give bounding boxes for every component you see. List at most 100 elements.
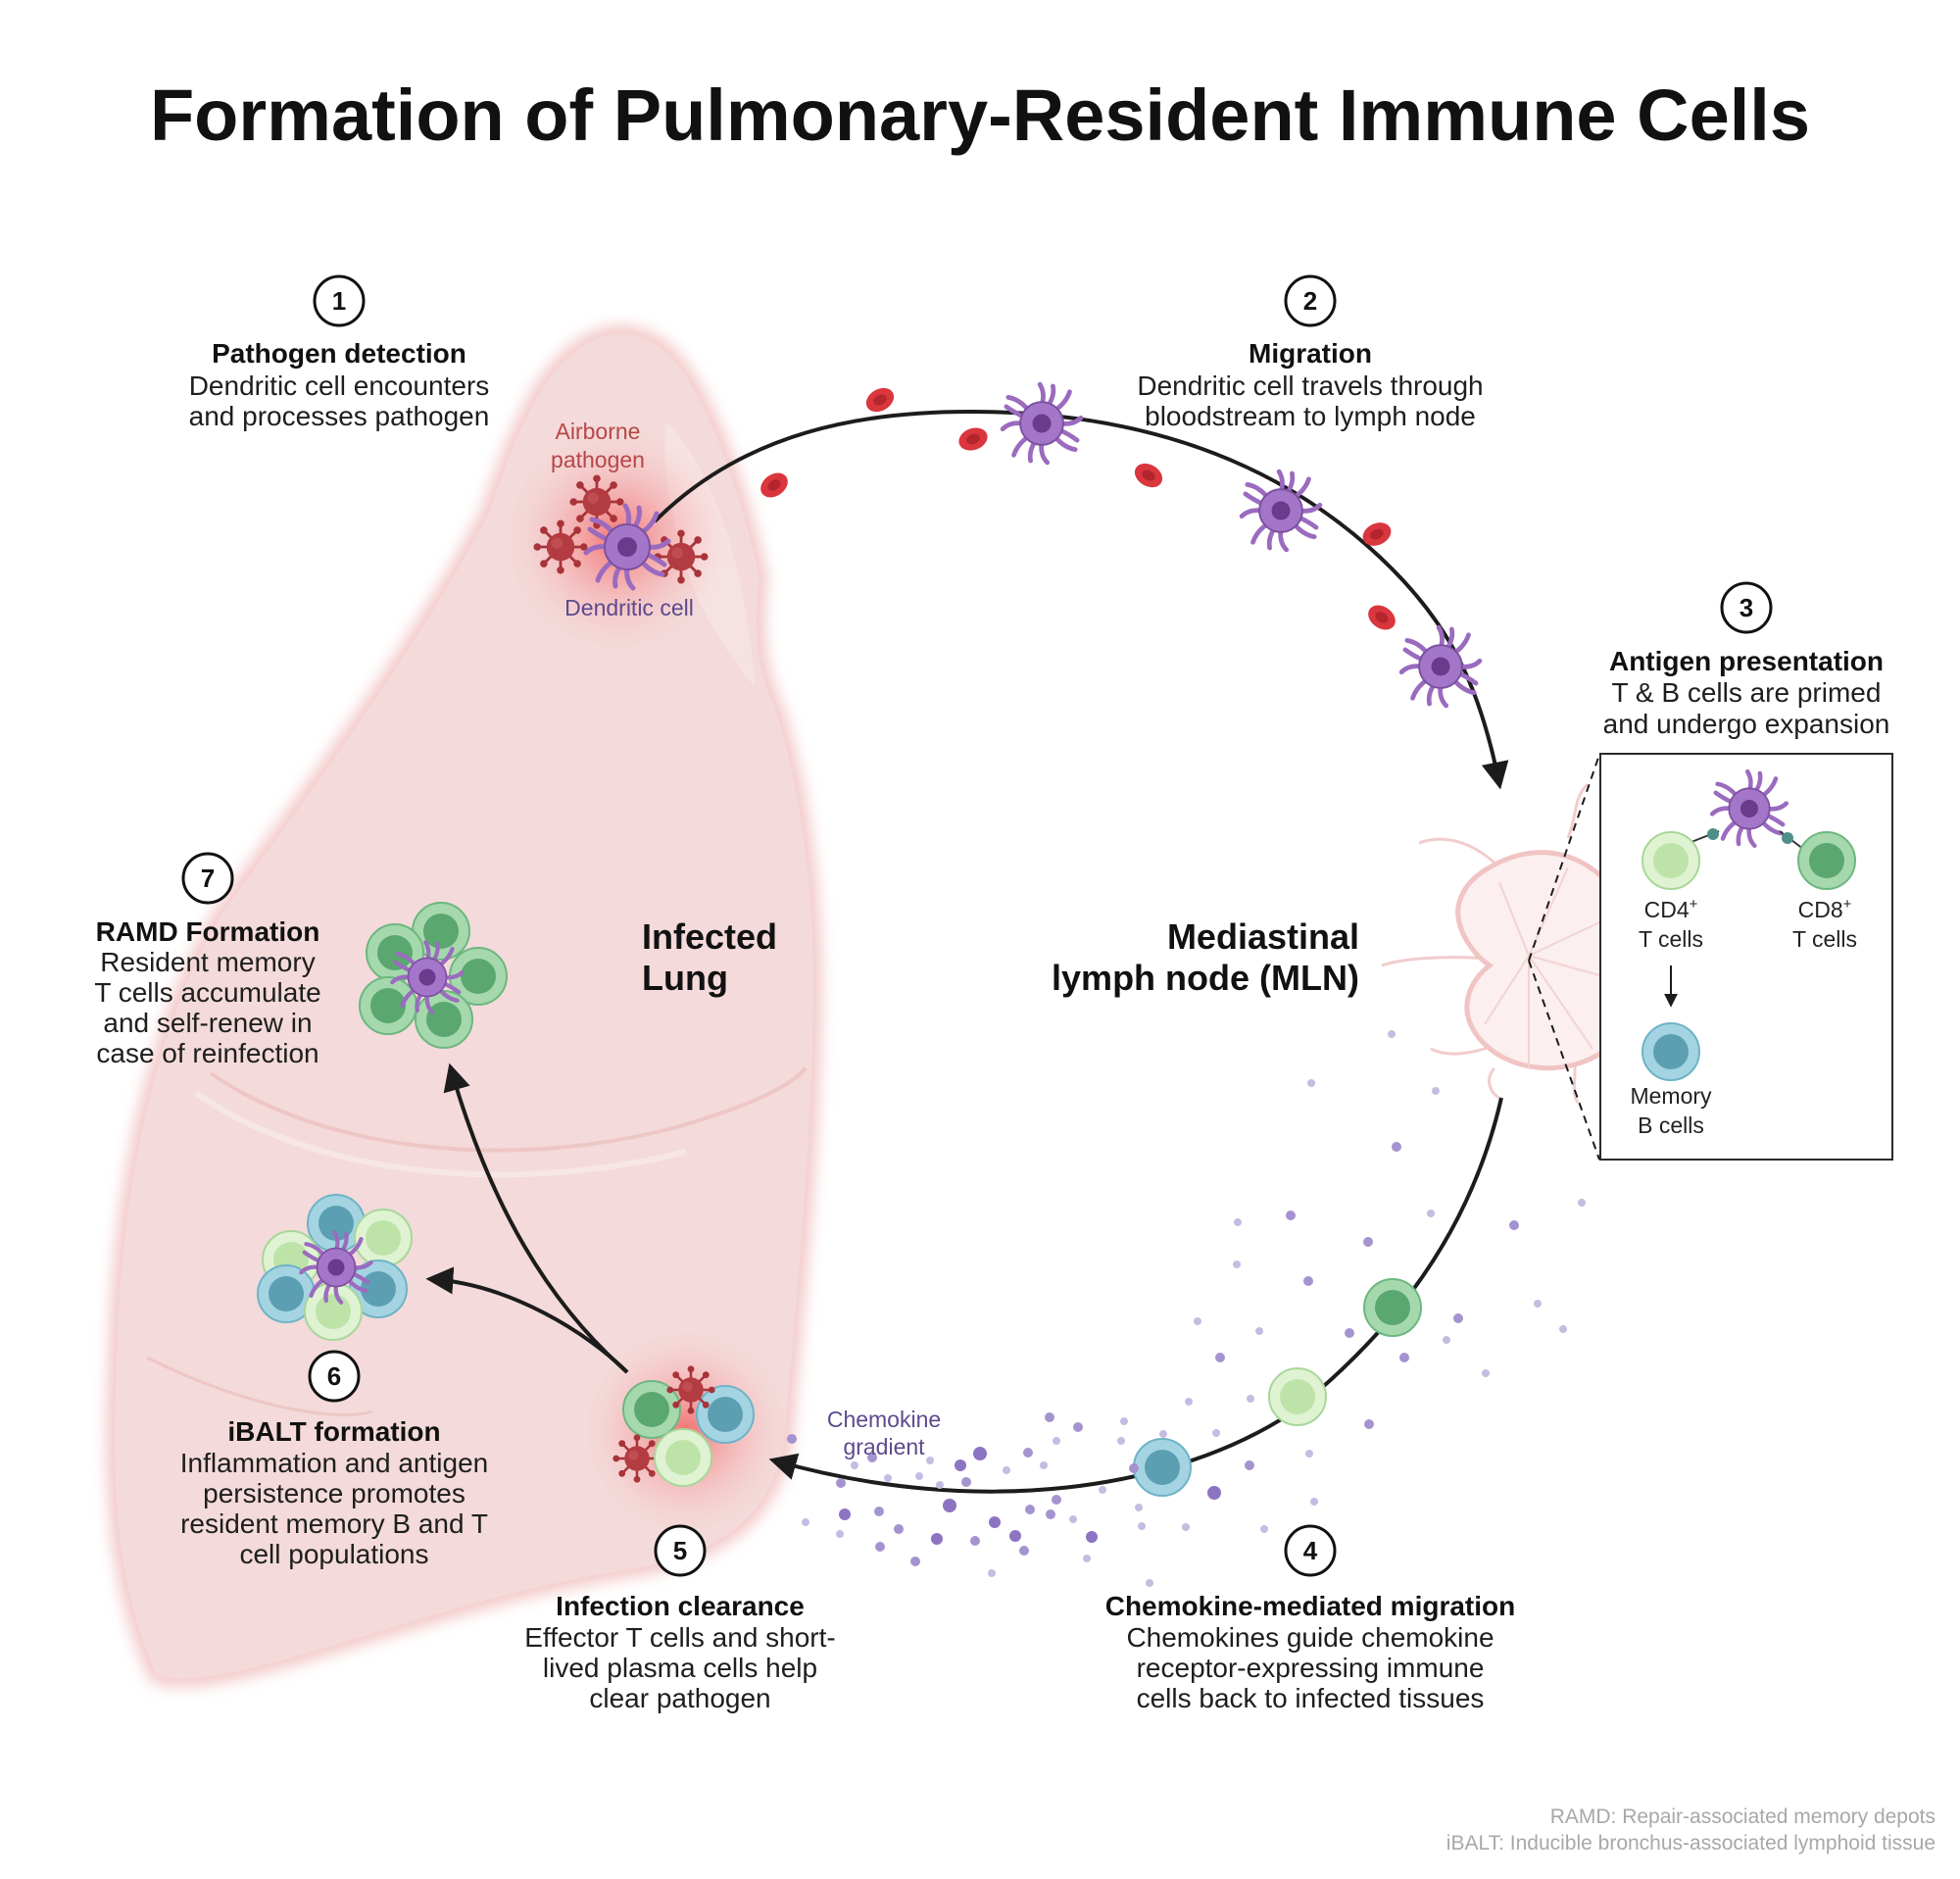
step-4-number: 4 [1303, 1536, 1318, 1565]
returning-cd4-t-cell [1268, 1367, 1327, 1426]
chemokine-dot [1303, 1276, 1313, 1286]
step-4-line2: receptor-expressing immune [1137, 1653, 1485, 1683]
chemokine-dot [836, 1478, 846, 1488]
chemokine-dot [1247, 1395, 1254, 1403]
chemokine-dot [915, 1472, 923, 1480]
dendritic-cell-label: Dendritic cell [564, 595, 694, 620]
chemokine-dot [1234, 1218, 1242, 1226]
chemokine-dot [1345, 1328, 1354, 1338]
step-6-line1: Inflammation and antigen [180, 1448, 488, 1478]
chemokine-dot [1146, 1579, 1153, 1587]
chemokine-dot [1117, 1437, 1125, 1445]
chemokine-dot [1053, 1437, 1060, 1445]
chemokine-dot [1194, 1317, 1201, 1325]
chemokine-dot [1388, 1030, 1396, 1038]
step-1-title: Pathogen detection [212, 338, 466, 369]
lung-label-line2: Lung [642, 958, 728, 998]
step-5-line1: Effector T cells and short- [524, 1622, 836, 1653]
returning-cd8-t-cell [1363, 1278, 1422, 1337]
step-5-number: 5 [673, 1536, 687, 1565]
step-6-title: iBALT formation [227, 1416, 440, 1447]
chemokine-dot [970, 1536, 980, 1546]
chemokine-dot [973, 1447, 987, 1460]
step-7-line4: case of reinfection [96, 1038, 318, 1068]
chemokine-dot [1023, 1448, 1033, 1458]
step-3-number: 3 [1740, 593, 1753, 622]
step-1-line1: Dendritic cell encounters [189, 371, 490, 401]
chemokine-dot [1245, 1460, 1254, 1470]
step-7-line2: T cells accumulate [94, 977, 320, 1008]
chemokine-dot [1019, 1546, 1029, 1556]
chemokine-dot [1399, 1353, 1409, 1362]
step-1-number-circle [313, 274, 366, 327]
step-1-number: 1 [332, 286, 346, 316]
chemokine-dot [989, 1516, 1001, 1528]
step-2: 2 Migration Dendritic cell travels throu… [1137, 274, 1484, 431]
chemokine-dot [787, 1434, 797, 1444]
cd8-label: CD8+ [1798, 896, 1852, 922]
step-6-number-circle [308, 1350, 361, 1403]
migrating-dendritic-cell-3 [1401, 627, 1480, 706]
chemokine-dot [1207, 1486, 1221, 1500]
step-1-line2: and processes pathogen [189, 401, 490, 431]
footnote-ramd: RAMD: Repair-associated memory depots [1550, 1805, 1936, 1828]
step-5-line3: clear pathogen [589, 1683, 770, 1713]
chemokine-dot [955, 1459, 966, 1471]
step-7-line3: and self-renew in [103, 1008, 312, 1038]
step-5-number-circle [654, 1524, 707, 1577]
chemokine-dot [1286, 1211, 1296, 1220]
step-3: 3 Antigen presentation T & B cells are p… [1603, 581, 1890, 739]
chemokine-dot [1233, 1261, 1241, 1268]
chemokine-dot [867, 1453, 877, 1462]
step-5: 5 Infection clearance Effector T cells a… [524, 1524, 836, 1713]
chemokine-dot [1120, 1417, 1128, 1425]
airborne-pathogen-label-line1: Airborne [556, 419, 641, 444]
chemokine-dot [1453, 1313, 1463, 1323]
chemokine-dot [875, 1542, 885, 1552]
chemokine-dot [1099, 1486, 1106, 1494]
step-3-number-circle [1720, 581, 1773, 634]
page-title: Formation of Pulmonary-Resident Immune C… [150, 74, 1810, 156]
chemokine-dot [874, 1507, 884, 1516]
chemokine-dot [1305, 1450, 1313, 1458]
chemokine-dot [1509, 1220, 1519, 1230]
chemokine-dot [836, 1530, 844, 1538]
chemokine-dot [1025, 1505, 1035, 1514]
chemokine-dot [1129, 1463, 1139, 1473]
chemokine-dot [1215, 1353, 1225, 1362]
chemokine-dot [1046, 1509, 1055, 1519]
step-7: 7 RAMD Formation Resident memory T cells… [94, 852, 321, 1068]
step-3-title: Antigen presentation [1609, 646, 1884, 676]
chemokine-dot [1363, 1237, 1373, 1247]
step-6-number: 6 [327, 1361, 341, 1391]
chemokine-dot [943, 1499, 956, 1512]
step-5-line2: lived plasma cells help [543, 1653, 817, 1683]
step-7-number-circle [181, 852, 234, 905]
mln-label-line2: lymph node (MLN) [1052, 958, 1359, 998]
return-arrow [768, 1097, 1503, 1494]
step-6-line3: resident memory B and T [180, 1508, 488, 1539]
chemokine-dot [1212, 1429, 1220, 1437]
memory-b-label-line1: Memory [1630, 1083, 1712, 1109]
chemokine-dot [839, 1508, 851, 1520]
chemokine-dot [1159, 1430, 1167, 1438]
chemokine-dot [1182, 1523, 1190, 1531]
step-4: 4 Chemokine-mediated migration Chemokine… [1105, 1524, 1515, 1713]
chemokine-dot [1052, 1495, 1061, 1505]
antigen-presentation-inset [1528, 753, 1893, 1161]
chemokine-dot [910, 1557, 920, 1566]
chemokine-dot [1185, 1398, 1193, 1406]
migrating-dendritic-cell-1 [1003, 384, 1081, 463]
step-2-line1: Dendritic cell travels through [1137, 371, 1483, 401]
migrating-dendritic-cell-2 [1242, 471, 1320, 550]
step-3-line2: and undergo expansion [1603, 709, 1890, 739]
ramd-arrow [443, 1063, 629, 1374]
memory-b-label-line2: B cells [1638, 1113, 1704, 1138]
chemokine-dot [894, 1524, 904, 1534]
cd8-label-line2: T cells [1792, 926, 1857, 952]
chemokine-dot [1086, 1531, 1098, 1543]
cd4-label: CD4+ [1644, 896, 1698, 922]
chemokine-dot [931, 1533, 943, 1545]
step-2-title: Migration [1249, 338, 1372, 369]
